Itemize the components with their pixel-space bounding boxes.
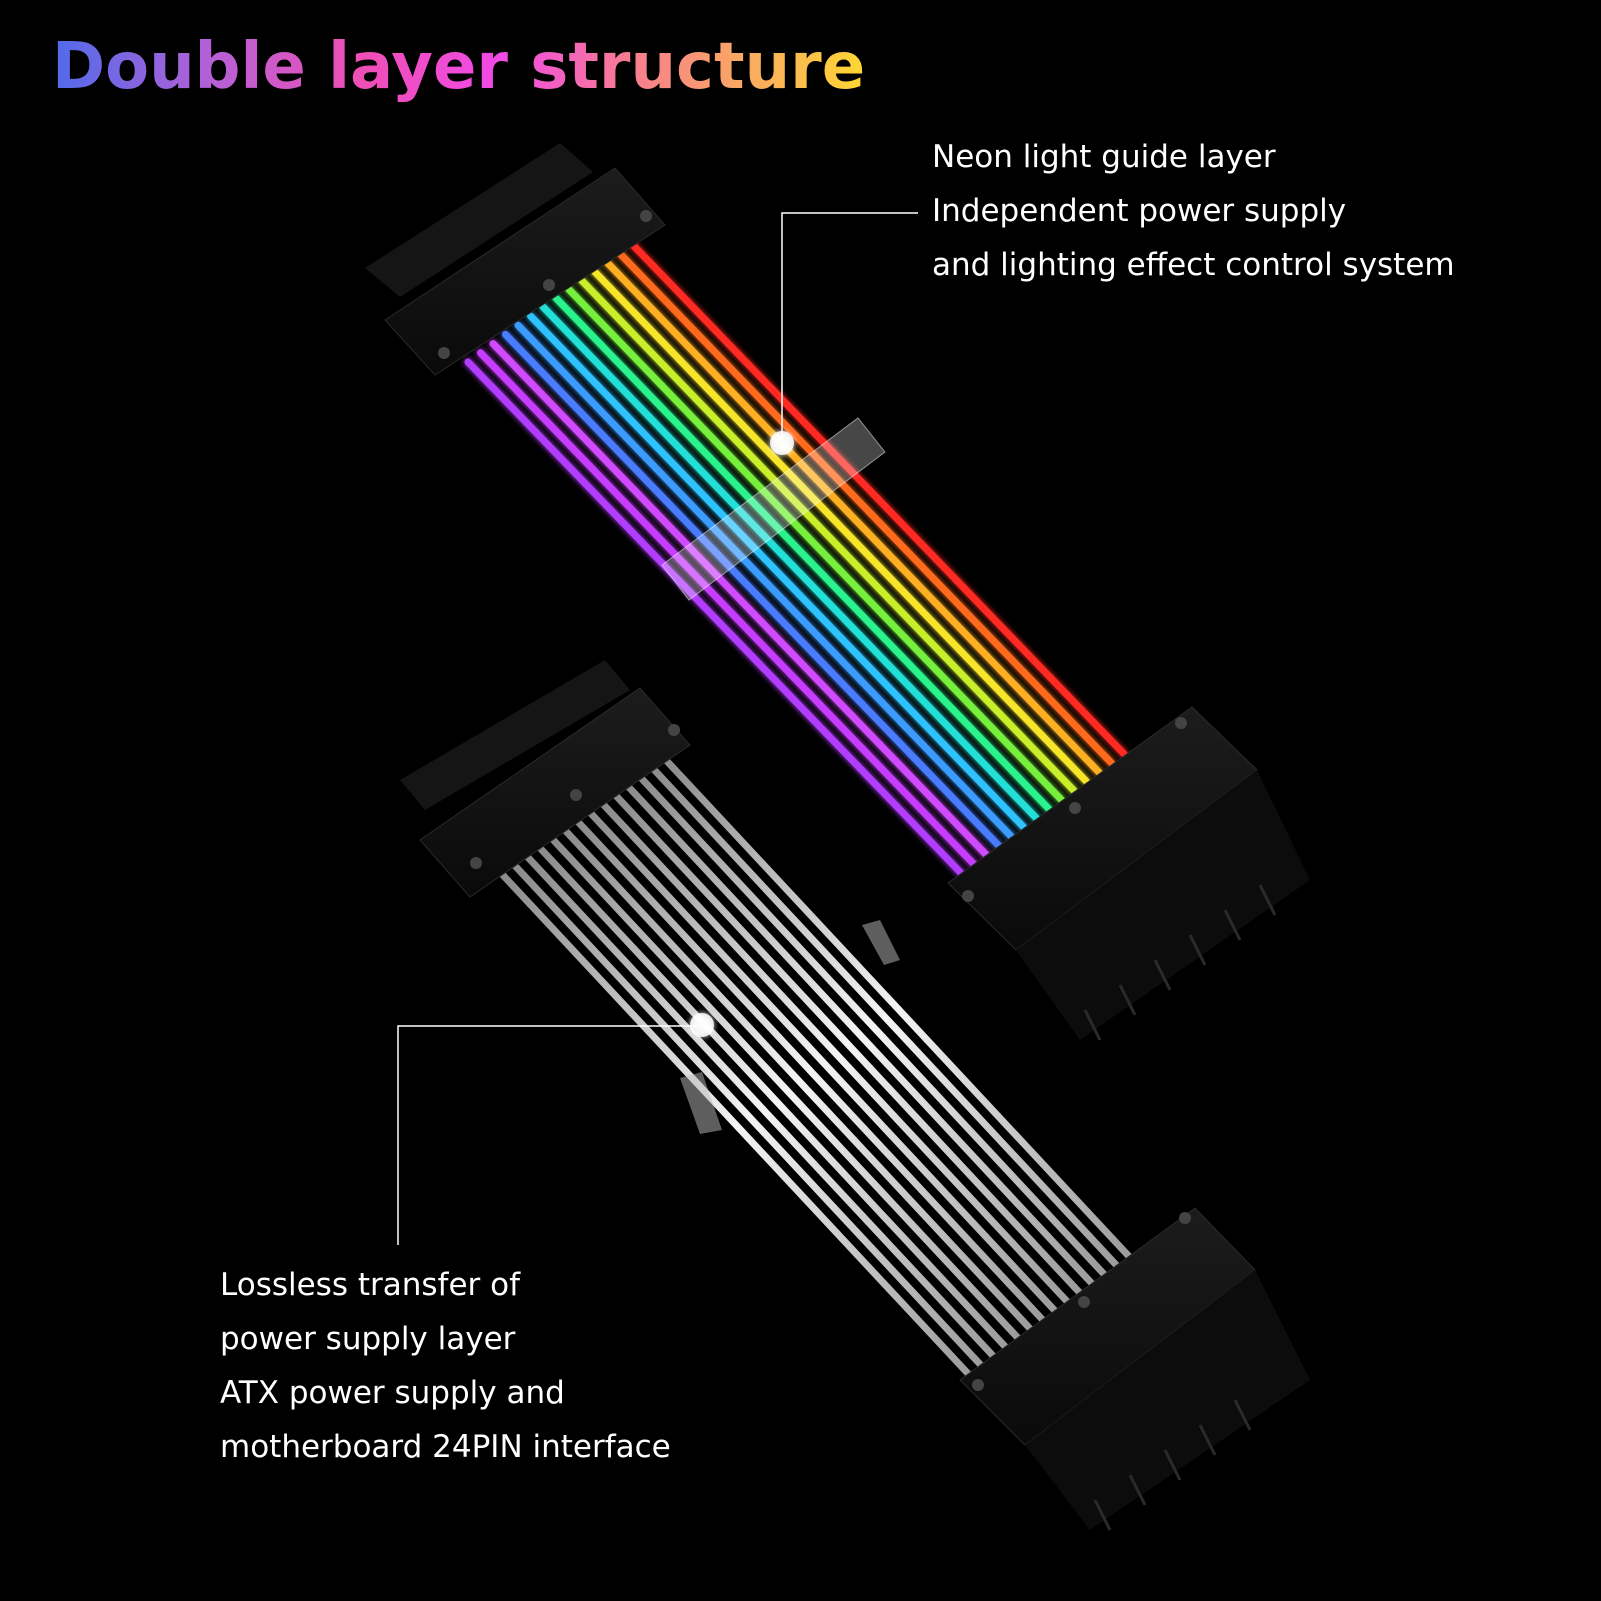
page-title: Double layer structure	[52, 30, 866, 104]
neon-strand	[514, 321, 1016, 841]
neon-strand	[589, 266, 1091, 786]
neon-layer-caption: Neon light guide layer Independent power…	[932, 130, 1455, 292]
neon-strand	[552, 294, 1053, 814]
silver-strand	[632, 769, 1114, 1285]
neon-strand	[464, 358, 966, 878]
power-callout-leader	[397, 1013, 714, 1245]
neon-strand	[577, 275, 1078, 795]
silver-strand	[496, 868, 978, 1384]
silver-strand	[657, 751, 1139, 1267]
power-bottom-connector	[959, 1207, 1310, 1531]
silver-strand	[533, 841, 1015, 1357]
neon-strands	[464, 238, 1128, 878]
neon-strand	[489, 340, 991, 860]
silver-strands	[496, 751, 1139, 1384]
neon-bottom-connector	[947, 706, 1310, 1041]
power-cable-clip-bottom	[680, 1072, 722, 1134]
neon-strand	[564, 284, 1066, 804]
neon-caption-line: Independent power supply	[932, 193, 1347, 229]
neon-caption-line: Neon light guide layer	[932, 139, 1276, 175]
neon-cable-clip	[661, 417, 886, 601]
silver-strand	[546, 832, 1028, 1348]
power-top-connector	[400, 660, 691, 898]
silver-strand	[595, 796, 1077, 1312]
neon-caption-line: and lighting effect control system	[932, 247, 1455, 283]
neon-strand	[539, 303, 1041, 823]
power-caption-line: Lossless transfer of	[220, 1267, 520, 1303]
silver-strand	[508, 859, 990, 1375]
power-cable	[400, 660, 1310, 1531]
neon-strand	[627, 238, 1128, 758]
neon-top-connector	[365, 143, 666, 376]
silver-strand	[570, 814, 1052, 1330]
neon-strand	[614, 248, 1116, 768]
power-caption-line: ATX power supply and	[220, 1375, 565, 1411]
neon-strand	[602, 257, 1103, 777]
neon-callout-leader	[770, 212, 918, 455]
silver-strand	[608, 787, 1090, 1303]
neon-strand	[502, 330, 1003, 850]
power-caption-line: power supply layer	[220, 1321, 516, 1357]
power-layer-caption: Lossless transfer of power supply layer …	[220, 1258, 671, 1474]
silver-strand	[558, 823, 1040, 1339]
neon-cable	[365, 143, 1310, 1041]
neon-strand	[477, 349, 978, 869]
power-caption-line: motherboard 24PIN interface	[220, 1429, 671, 1465]
silver-strand	[521, 850, 1003, 1366]
power-cable-clip-top	[862, 920, 900, 965]
neon-strand	[527, 312, 1028, 832]
silver-strand	[620, 778, 1102, 1294]
silver-strand	[583, 805, 1065, 1321]
silver-strand	[645, 760, 1127, 1276]
